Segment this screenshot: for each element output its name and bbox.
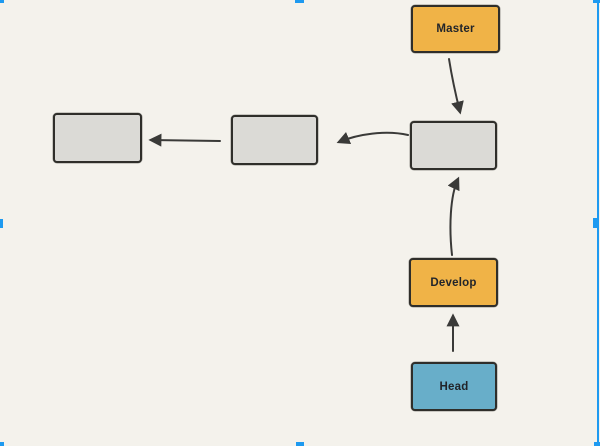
node-head[interactable]: Head bbox=[411, 362, 497, 411]
node-head-label: Head bbox=[439, 380, 469, 393]
node-commit-3[interactable] bbox=[410, 121, 497, 170]
node-develop-label: Develop bbox=[430, 276, 477, 289]
node-commit-1[interactable] bbox=[53, 113, 142, 163]
selection-handle-bottom-left[interactable] bbox=[0, 442, 4, 446]
arrow-commit2-to-commit1[interactable] bbox=[148, 133, 221, 147]
selection-handle-top-middle[interactable] bbox=[295, 0, 304, 3]
node-master[interactable]: Master bbox=[411, 5, 500, 53]
arrow-master-to-commit3[interactable] bbox=[448, 58, 464, 115]
node-commit-2[interactable] bbox=[231, 115, 318, 165]
selection-handle-middle-left[interactable] bbox=[0, 219, 3, 228]
selection-handle-bottom-right[interactable] bbox=[594, 442, 600, 446]
arrow-develop-to-commit3[interactable] bbox=[447, 176, 460, 256]
selection-handle-middle-right[interactable] bbox=[593, 218, 599, 228]
node-master-label: Master bbox=[436, 23, 475, 35]
node-develop[interactable]: Develop bbox=[409, 258, 498, 307]
selection-handle-bottom-middle[interactable] bbox=[296, 442, 304, 446]
selection-handle-top-right[interactable] bbox=[593, 0, 600, 3]
selection-handle-top-left[interactable] bbox=[0, 0, 4, 3]
arrow-commit3-to-commit2[interactable] bbox=[336, 131, 409, 144]
